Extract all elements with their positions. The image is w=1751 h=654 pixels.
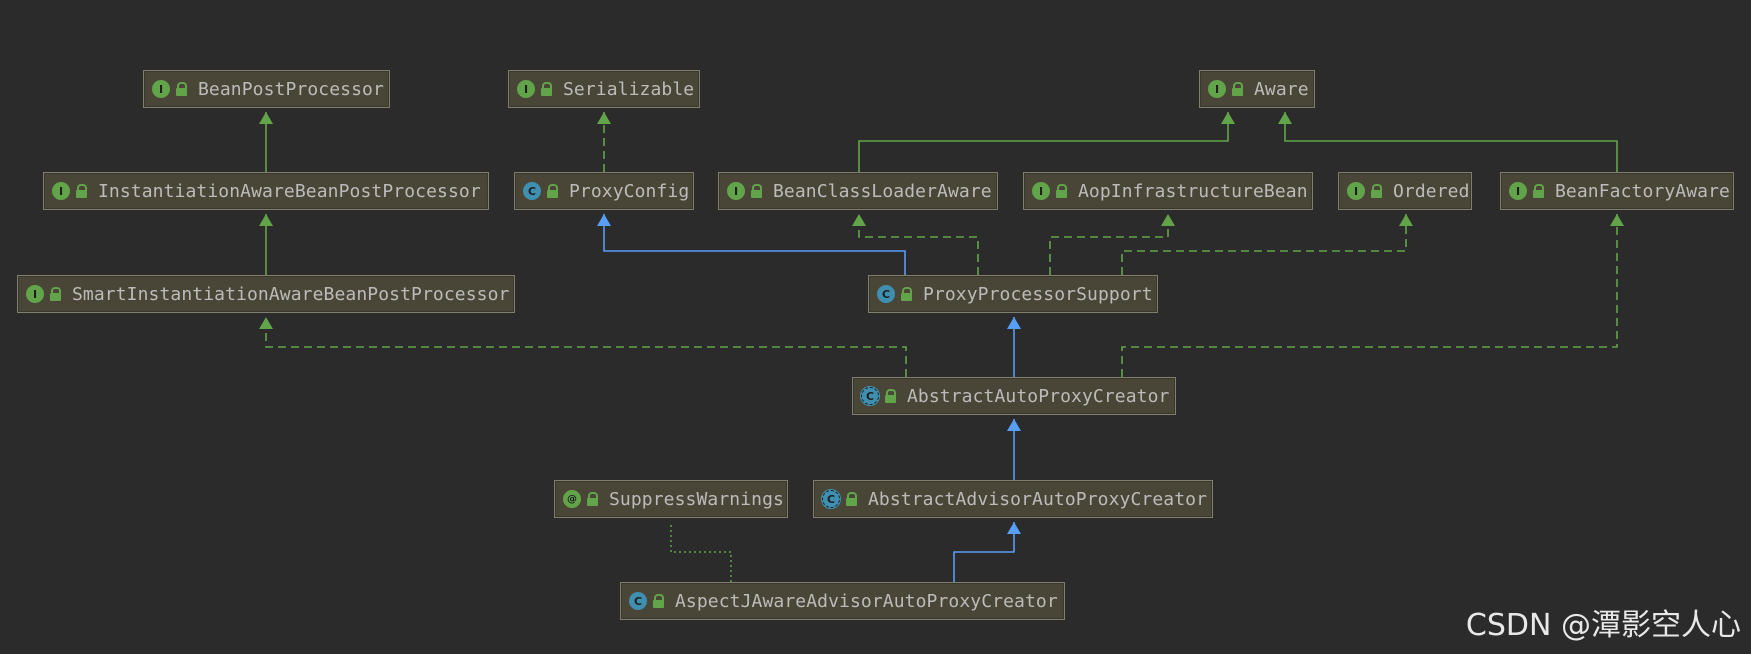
node-label: Serializable: [563, 78, 695, 100]
public-lock-icon: [176, 82, 188, 96]
public-lock-icon: [885, 389, 897, 403]
arrowhead-proxyprocessorsupport-to-aopinfrastructurebean: [1161, 214, 1175, 226]
node-proxyconfig[interactable]: C ProxyConfig: [514, 172, 694, 210]
interface-icon: I: [727, 182, 745, 200]
class-icon: C: [877, 285, 895, 303]
node-serializable[interactable]: I Serializable: [508, 70, 700, 108]
arrowhead-smartinstantiationawarebeanpostprocessor-to-instantiationawarebeanpostprocessor: [259, 214, 273, 226]
node-abstractadvisorautoproxycreator[interactable]: C AbstractAdvisorAutoProxyCreator: [813, 480, 1213, 518]
node-label: ProxyConfig: [569, 180, 690, 202]
arrowhead-abstractautoproxycreator-to-proxyprocessorsupport: [1007, 317, 1021, 329]
public-lock-icon: [653, 594, 665, 608]
arrowhead-proxyprocessorsupport-to-beanclassloaderaware: [852, 214, 866, 226]
node-instantiationawarebeanpostprocessor[interactable]: I InstantiationAwareBeanPostProcessor: [43, 172, 489, 210]
node-ordered[interactable]: I Ordered: [1338, 172, 1472, 210]
node-label: InstantiationAwareBeanPostProcessor: [98, 180, 481, 202]
public-lock-icon: [1056, 184, 1068, 198]
node-aware[interactable]: I Aware: [1199, 70, 1315, 108]
interface-icon: I: [1347, 182, 1365, 200]
public-lock-icon: [541, 82, 553, 96]
interface-icon: I: [52, 182, 70, 200]
watermark: CSDN @潭影空人心: [1465, 608, 1741, 643]
edge-abstractautoproxycreator-to-beanfactoryaware: [1121, 214, 1618, 377]
public-lock-icon: [76, 184, 88, 198]
interface-icon: I: [1032, 182, 1050, 200]
node-beanfactoryaware[interactable]: I BeanFactoryAware: [1500, 172, 1734, 210]
public-lock-icon: [50, 287, 62, 301]
node-suppresswarnings[interactable]: @ SuppressWarnings: [554, 480, 788, 518]
class-icon: C: [523, 182, 541, 200]
node-proxyprocessorsupport[interactable]: C ProxyProcessorSupport: [868, 275, 1158, 313]
abstract-class-icon: C: [821, 489, 841, 509]
edge-proxyprocessorsupport-to-proxyconfig: [603, 214, 906, 275]
arrowhead-abstractautoproxycreator-to-beanfactoryaware: [1610, 214, 1624, 226]
node-label: Aware: [1254, 78, 1309, 100]
node-label: AspectJAwareAdvisorAutoProxyCreator: [675, 590, 1058, 612]
arrowhead-abstractadvisorautoproxycreator-to-abstractautoproxycreator: [1007, 419, 1021, 431]
class-icon: C: [629, 592, 647, 610]
arrowhead-proxyconfig-to-serializable: [597, 112, 611, 124]
arrowhead-abstractautoproxycreator-to-smartinstantiationawarebeanpostprocessor: [259, 317, 273, 329]
public-lock-icon: [1232, 82, 1244, 96]
arrowhead-instantiationawarebeanpostprocessor-to-beanpostprocessor: [259, 112, 273, 124]
node-beanclassloaderaware[interactable]: I BeanClassLoaderAware: [718, 172, 998, 210]
public-lock-icon: [547, 184, 559, 198]
interface-icon: I: [152, 80, 170, 98]
node-label: SmartInstantiationAwareBeanPostProcessor: [72, 283, 510, 305]
edge-aspectjawareadvisorautoproxycreator-to-abstractadvisorautoproxycreator: [953, 522, 1015, 582]
arrowhead-proxyprocessorsupport-to-proxyconfig: [597, 214, 611, 226]
edge-beanfactoryaware-to-aware: [1284, 112, 1618, 172]
node-label: AbstractAutoProxyCreator: [907, 385, 1170, 407]
node-aopinfrastructurebean[interactable]: I AopInfrastructureBean: [1023, 172, 1313, 210]
node-label: AopInfrastructureBean: [1078, 180, 1308, 202]
node-smartinstantiationawarebeanpostprocessor[interactable]: I SmartInstantiationAwareBeanPostProcesso…: [17, 275, 515, 313]
arrowhead-aspectjawareadvisorautoproxycreator-to-abstractadvisorautoproxycreator: [1007, 522, 1021, 534]
node-label: ProxyProcessorSupport: [923, 283, 1153, 305]
public-lock-icon: [1533, 184, 1545, 198]
node-label: AbstractAdvisorAutoProxyCreator: [868, 488, 1208, 510]
public-lock-icon: [751, 184, 763, 198]
edge-proxyprocessorsupport-to-aopinfrastructurebean: [1049, 214, 1169, 275]
public-lock-icon: [587, 492, 599, 506]
edge-proxyprocessorsupport-to-ordered: [1121, 214, 1407, 275]
edge-beanclassloaderaware-to-aware: [858, 112, 1229, 172]
node-label: BeanClassLoaderAware: [773, 180, 992, 202]
interface-icon: I: [517, 80, 535, 98]
arrowhead-proxyprocessorsupport-to-ordered: [1399, 214, 1413, 226]
edge-proxyprocessorsupport-to-beanclassloaderaware: [858, 214, 979, 275]
node-abstractautoproxycreator[interactable]: C AbstractAutoProxyCreator: [852, 377, 1176, 415]
arrowhead-beanfactoryaware-to-aware: [1278, 112, 1292, 124]
annotation-icon: @: [563, 490, 581, 508]
public-lock-icon: [846, 492, 858, 506]
node-label: BeanFactoryAware: [1555, 180, 1730, 202]
public-lock-icon: [1371, 184, 1383, 198]
edge-abstractautoproxycreator-to-smartinstantiationawarebeanpostprocessor: [265, 317, 907, 377]
node-aspectjawareadvisorautoproxycreator[interactable]: C AspectJAwareAdvisorAutoProxyCreator: [620, 582, 1065, 620]
interface-icon: I: [1509, 182, 1527, 200]
abstract-class-icon: C: [860, 386, 880, 406]
node-label: BeanPostProcessor: [198, 78, 384, 100]
node-beanpostprocessor[interactable]: I BeanPostProcessor: [143, 70, 390, 108]
node-label: SuppressWarnings: [609, 488, 784, 510]
public-lock-icon: [901, 287, 913, 301]
arrowhead-beanclassloaderaware-to-aware: [1221, 112, 1235, 124]
interface-icon: I: [1208, 80, 1226, 98]
interface-icon: I: [26, 285, 44, 303]
node-label: Ordered: [1393, 180, 1470, 202]
edge-aspectjawareadvisorautoproxycreator-to-suppresswarnings: [670, 522, 732, 582]
